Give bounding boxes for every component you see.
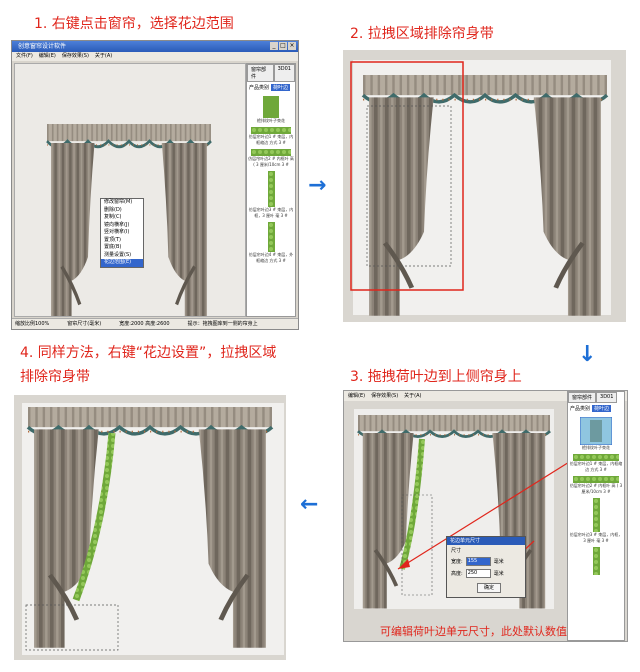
arrow-down-icon: ↓ <box>578 342 597 367</box>
ctx-copy[interactable]: 复制(C) <box>104 214 122 220</box>
dialog-group-label: 尺寸 <box>451 548 462 554</box>
status-zoom: 缩放比例100% <box>15 321 50 327</box>
library-thumb-lace-vertical[interactable] <box>592 547 600 575</box>
step-1-title: 1. 右键点击窗帘，选择花边范围 <box>34 16 234 32</box>
library-label-6: 仿层帘叶边3 # 束层，内框，3 厘叶 毫 3 # <box>569 532 623 543</box>
library-label-6: 仿层帘叶边3 # 束层，内框，3 厘叶 毫 3 # <box>248 207 294 218</box>
library-label-4: 仿层帘叶边2 # 内框叶 高 ( 3 厘米/10cm 3 # <box>569 483 623 494</box>
width-unit: 毫米 <box>493 559 504 565</box>
menu-about[interactable]: 关于(A) <box>94 53 113 59</box>
height-label: 高度: <box>451 571 463 577</box>
step-4-title-line2: 排除帘身带 <box>20 369 90 385</box>
menu-file[interactable]: 文件(F) <box>16 53 33 59</box>
step-3-title: 3. 拖拽荷叶边到上侧帘身上 <box>350 369 522 385</box>
step-3-menu-bar: 编辑(E) 保存效果(S) 关于(A) <box>344 391 627 401</box>
height-unit: 毫米 <box>493 571 504 577</box>
tab-curtain-parts[interactable]: 窗帘部件 <box>568 392 597 403</box>
tab-3d01[interactable]: 3D01 <box>596 392 618 403</box>
library-thumb-lace-vertical[interactable] <box>267 222 275 252</box>
menu-bar: 文件(F) 编辑(E) 保存效果(S) 关于(A) <box>12 52 298 61</box>
arrow-left-icon: ← <box>300 492 319 517</box>
ctx-mirror-horizontal[interactable]: 镜向横拿(J) <box>104 221 130 228</box>
library-label-0: 檐排纹叶子束花 <box>257 118 285 123</box>
library-thumb-lace-strip[interactable] <box>251 149 291 156</box>
step-3-note: 可编辑荷叶边单元尺寸，此处默认数值 <box>380 625 567 638</box>
status-size-value: 宽度:2000 高度:2600 <box>119 321 170 327</box>
dialog-title: 花边单元尺寸 <box>447 537 525 545</box>
design-canvas[interactable] <box>14 63 246 331</box>
step-4-title-line1: 4. 同样方法，右键“花边设置”，拉拽区域 <box>20 345 277 361</box>
library-thumb-tieback[interactable] <box>263 96 279 118</box>
minimize-icon[interactable]: _ <box>270 42 278 50</box>
width-label: 宽度: <box>451 559 463 565</box>
ctx-send-to-back[interactable]: 置底(B) <box>104 244 122 250</box>
tab-curtain-parts[interactable]: 窗帘部件 <box>247 64 274 82</box>
category-select[interactable]: 荷叶边 <box>592 405 612 412</box>
library-label-7: 仿层帘叶边4 # 束层，外框缩边 方式 3 # <box>248 252 294 263</box>
step-3-app-view: 编辑(E) 保存效果(S) 关于(A) 窗帘部件 3D01 产品类别 荷叶边 檐… <box>343 390 628 642</box>
status-hint: 提示：拖拽图库到一侧的帘身上 <box>187 321 258 327</box>
filter-label: 产品类别 <box>249 85 270 91</box>
lace-trim-left <box>72 432 116 602</box>
window-title: 创意窗帘设计软件 <box>18 43 67 50</box>
tab-3d01[interactable]: 3D01 <box>273 64 295 82</box>
library-label-4: 仿层帘叶边2 # 内框叶 高 ( 3 厘米/10cm 3 # <box>248 156 294 167</box>
library-panel: 窗帘部件 3D01 产品类别 荷叶边 檐排纹叶子束花 仿层帘叶边1 # 束层，内… <box>567 391 625 641</box>
library-panel: 窗帘部件 3D01 产品类别 荷叶边 檐排纹叶子束花 仿层帘叶边1 # 束层，内… <box>246 63 296 317</box>
step-4-canvas[interactable] <box>14 395 286 660</box>
arrow-right-icon: → <box>308 173 327 198</box>
step-2-canvas[interactable] <box>343 50 626 322</box>
menu-edit[interactable]: 编辑(E) <box>348 393 366 399</box>
ctx-lace-range[interactable]: 花边范围(E) <box>101 259 143 267</box>
menu-save-effect[interactable]: 保存效果(S) <box>61 53 89 59</box>
library-label-0: 檐排纹叶子束花 <box>582 445 610 450</box>
library-thumb-lace-strip[interactable] <box>573 454 619 461</box>
status-size-label: 窗帘尺寸(毫米) <box>67 321 102 327</box>
app-window: 创意窗帘设计软件 _ □ × 文件(F) 编辑(E) 保存效果(S) 关于(A)… <box>11 40 299 331</box>
library-thumb-lace-vertical[interactable] <box>592 498 600 532</box>
library-label-2: 仿层帘叶边1 # 束层，内框缩边 方式 3 # <box>248 134 294 145</box>
menu-about[interactable]: 关于(A) <box>404 393 422 399</box>
library-thumb-selected[interactable] <box>580 417 612 445</box>
ctx-modify-curtain[interactable]: 修改窗帘(M) <box>104 199 133 205</box>
category-select[interactable]: 荷叶边 <box>271 84 291 91</box>
context-menu: 修改窗帘(M) 删除(D) 复制(C) 镜向横拿(J) 竖对横拿(I) 置顶(T… <box>100 198 144 268</box>
curtain-preview[interactable] <box>15 64 245 331</box>
library-thumb-lace-strip[interactable] <box>573 476 619 483</box>
curtain-preview[interactable] <box>14 395 286 660</box>
library-label-2: 仿层帘叶边1 # 束层，内框缩边 方式 3 # <box>569 461 623 472</box>
lace-unit-size-dialog: 花边单元尺寸 尺寸 宽度: 155 毫米 高度: 250 毫米 确定 <box>446 536 526 598</box>
height-input[interactable]: 250 <box>465 569 491 578</box>
step-2-title: 2. 拉拽区域排除帘身带 <box>350 26 494 42</box>
library-thumb-lace-strip[interactable] <box>251 127 291 134</box>
lace-range-box <box>25 604 119 651</box>
curtain-preview[interactable] <box>343 50 626 322</box>
lace-range-box <box>366 105 452 267</box>
ctx-measure-settings[interactable]: 测量设置(S) <box>104 251 132 258</box>
library-thumb-lace-vertical[interactable] <box>267 171 275 207</box>
menu-edit[interactable]: 编辑(E) <box>38 53 56 59</box>
ok-button[interactable]: 确定 <box>477 583 501 593</box>
ctx-mirror-vertical[interactable]: 竖对横拿(I) <box>104 229 130 235</box>
status-bar: 缩放比例100% 窗帘尺寸(毫米) 宽度:2000 高度:2600 提示：拖拽图… <box>12 318 298 329</box>
close-icon[interactable]: × <box>288 42 296 50</box>
dragged-lace <box>399 438 425 570</box>
menu-save-effect[interactable]: 保存效果(S) <box>371 393 399 399</box>
width-input[interactable]: 155 <box>465 557 491 566</box>
maximize-icon[interactable]: □ <box>279 42 287 50</box>
ctx-delete[interactable]: 删除(D) <box>104 206 122 213</box>
window-titlebar: 创意窗帘设计软件 _ □ × <box>12 41 298 52</box>
filter-label: 产品类别 <box>570 406 591 412</box>
ctx-bring-to-front[interactable]: 置顶(T) <box>104 236 121 243</box>
selection-rectangle <box>350 61 464 291</box>
